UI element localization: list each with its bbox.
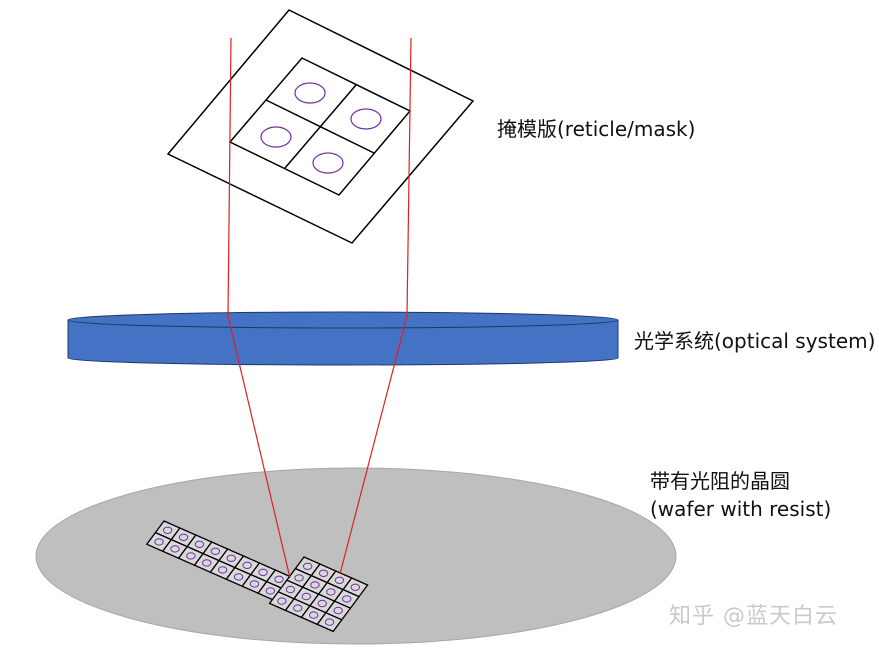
reticle-label: 掩模版(reticle/mask)	[497, 117, 696, 141]
light-beams	[227, 37, 412, 579]
watermark: 知乎 @蓝天白云	[669, 604, 838, 629]
optical-system-lens	[67, 311, 619, 366]
wafer	[35, 467, 677, 645]
reticle-mask	[166, 9, 475, 244]
wafer-label-cn: 带有光阻的晶圆	[650, 469, 790, 493]
wafer-label-en: (wafer with resist)	[650, 497, 832, 521]
optical-system-label: 光学系统(optical system)	[634, 329, 876, 353]
exposed-die-strip	[145, 520, 369, 633]
reticle-pattern-circles	[260, 82, 382, 174]
